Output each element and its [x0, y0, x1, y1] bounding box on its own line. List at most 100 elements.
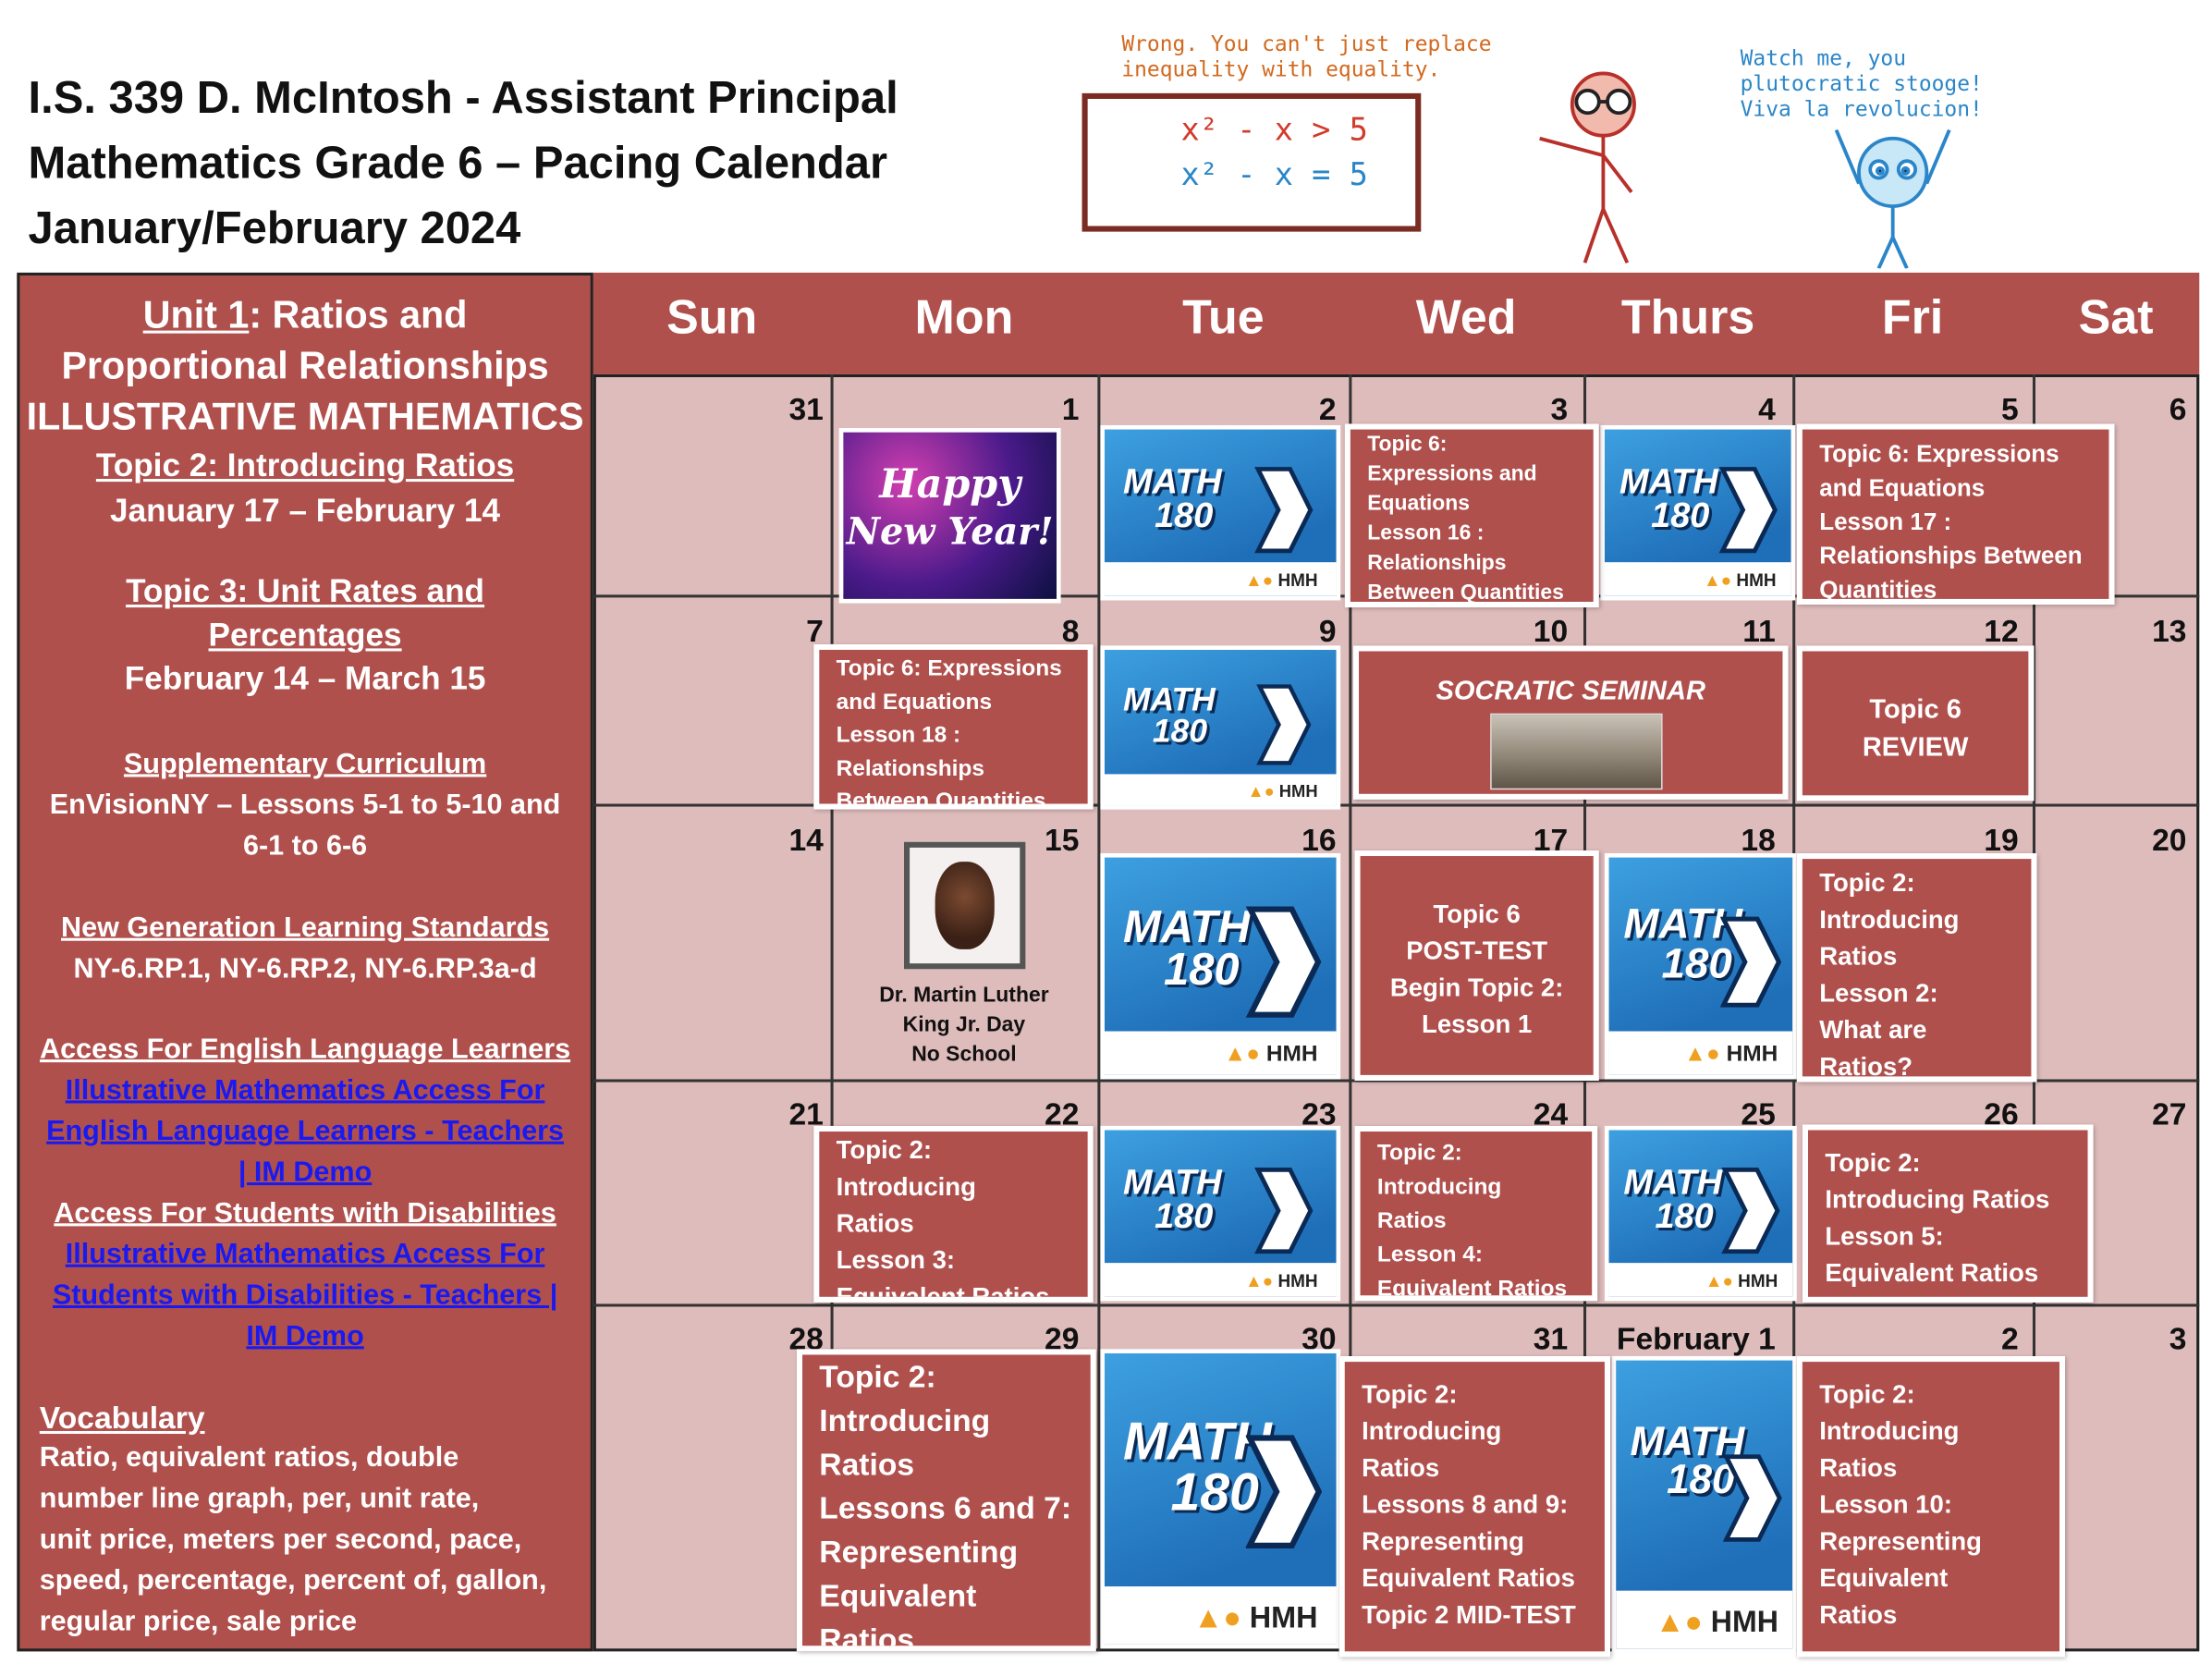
math180-word: MATH: [1623, 1164, 1723, 1203]
socratic-label: SOCRATIC SEMINAR: [1436, 676, 1705, 707]
math180-logo: MATH 180: [1619, 463, 1718, 535]
date-number: 20: [2152, 822, 2187, 858]
math180-tile: MATH 180 ▲● HMH: [1600, 424, 1796, 601]
swd-link[interactable]: IM Demo: [246, 1320, 364, 1352]
topic2-dates: January 17 – February 14: [110, 491, 501, 529]
lesson-line: Equivalent Ratios: [1362, 1563, 1575, 1593]
chevron-right-icon: [1245, 1435, 1322, 1549]
math180-tile: MATH 180 ▲● HMH: [1611, 1355, 1797, 1653]
lesson-line: Lesson 3:: [836, 1245, 956, 1275]
lesson-line: Introducing: [1819, 905, 1960, 935]
date-number: 9: [1318, 613, 1337, 649]
ell-link[interactable]: English Language Learners - Teachers: [46, 1116, 565, 1147]
left-speech: Wrong. You can't just replace inequality…: [1121, 31, 1491, 82]
unit-title: : Ratios and: [249, 293, 468, 336]
lesson-line: Introducing: [836, 1172, 976, 1201]
day-sun: Sun: [666, 290, 758, 345]
math180-number: 180: [1155, 496, 1214, 535]
swd-link[interactable]: Students with Disabilities - Teachers |: [52, 1279, 558, 1312]
math180-tile: MATH 180 ▲● HMH: [1604, 1125, 1797, 1302]
hmh-text: HMH: [1710, 1606, 1778, 1639]
grid-divider: [593, 803, 2200, 807]
lesson-line: Ratios: [836, 1209, 914, 1238]
date-number: 23: [1302, 1095, 1337, 1132]
math180-word: MATH: [1619, 463, 1718, 502]
hmh-text: HMH: [1277, 1272, 1318, 1292]
date-number: 18: [1741, 822, 1776, 858]
lesson-line: Quantities: [1819, 576, 1937, 604]
hmh-shapes-icon: ▲●: [1244, 571, 1274, 592]
vocab-line: number line graph, per, unit rate,: [39, 1483, 480, 1515]
swd-link[interactable]: Illustrative Mathematics Access For: [65, 1239, 545, 1270]
unit-title-cont: Proportional Relationships: [61, 344, 549, 387]
vocab-line: Ratio, equivalent ratios, double: [39, 1442, 459, 1474]
chevron-right-icon: [1722, 1454, 1782, 1542]
lesson-line: Introducing: [1362, 1416, 1502, 1446]
lesson-line: Equivalent Ratios: [836, 1282, 1050, 1303]
lesson-line: Between Quantities: [836, 789, 1046, 810]
hmh-shapes-icon: ▲●: [1224, 1043, 1261, 1068]
lesson-line: Representing: [1362, 1526, 1524, 1556]
page-title: I.S. 339 D. McIntosh - Assistant Princip…: [29, 65, 898, 260]
lesson-line: Lesson 5:: [1825, 1221, 1944, 1251]
date-number: 13: [2152, 613, 2187, 649]
board-equality: x² - x = 5: [1180, 158, 1368, 194]
lesson-line: Lesson 1: [1422, 1009, 1533, 1039]
ngls-title: New Generation Learning Standards: [60, 912, 550, 944]
hmh-shapes-icon: ▲●: [1683, 1043, 1720, 1068]
date-number: 11: [1742, 613, 1776, 649]
lesson-line: Topic 6: [1433, 899, 1521, 928]
lesson-line: Topic 6:: [1367, 432, 1448, 457]
day-thurs: Thurs: [1620, 290, 1755, 345]
hmh-text: HMH: [1278, 780, 1318, 801]
grid-divider: [593, 1303, 2200, 1307]
math180-tile: MATH 180 ▲● HMH: [1100, 424, 1341, 601]
hmh-text: HMH: [1265, 1043, 1318, 1068]
board-inequality: x² - x > 5: [1180, 113, 1368, 149]
vocab-line: unit price, meters per second, pace,: [39, 1523, 522, 1556]
lesson-line: Topic 6: Expressions: [1819, 440, 2059, 468]
date-number: 3: [1550, 391, 1569, 427]
math180-logo: MATH 180: [1123, 683, 1216, 747]
lesson-line: Equivalent Ratios: [1376, 1277, 1568, 1302]
date-number: 15: [1045, 822, 1080, 858]
lesson-line: Topic 2 MID-TEST: [1362, 1600, 1576, 1629]
math180-number: 180: [1661, 941, 1732, 988]
hmh-shapes-icon: ▲●: [1247, 780, 1275, 801]
date-number: February 1: [1616, 1320, 1776, 1356]
date-number: 12: [1984, 613, 2019, 649]
math180-number: 180: [1651, 496, 1710, 535]
hmh-shapes-icon: ▲●: [1655, 1606, 1703, 1639]
date-number: 25: [1741, 1095, 1776, 1132]
supp-line: 6-1 to 6-6: [242, 830, 368, 863]
hmh-logo: ▲● HMH: [1705, 1272, 1778, 1291]
title-line-3: January/February 2024: [28, 202, 521, 253]
hmh-shapes-icon: ▲●: [1703, 571, 1732, 592]
lesson-line: Ratios: [819, 1621, 915, 1652]
math180-logo: MATH 180: [1123, 900, 1251, 996]
math180-tile: MATH 180 ▲● HMH: [1604, 852, 1797, 1080]
lesson-line: Introducing: [1819, 1416, 1960, 1446]
portrait-face: [935, 862, 995, 949]
math180-number: 180: [1667, 1458, 1735, 1504]
date-number: 22: [1045, 1095, 1080, 1132]
lesson-line: REVIEW: [1862, 733, 1969, 764]
ell-link[interactable]: | IM Demo: [238, 1156, 373, 1189]
date-number: 10: [1533, 613, 1569, 649]
hmh-logo: ▲● HMH: [1656, 1606, 1778, 1640]
chevron-right-icon: [1245, 906, 1322, 1018]
lesson-line: Introducing Ratios: [1825, 1185, 2050, 1214]
lesson-line: Topic 2:: [1376, 1141, 1462, 1166]
lesson-line: Relationships: [1367, 550, 1507, 575]
topic3-dates: February 14 – March 15: [124, 659, 486, 697]
ell-link[interactable]: Illustrative Mathematics Access For: [65, 1074, 545, 1107]
math180-tile: MATH 180 ▲● HMH: [1100, 852, 1341, 1080]
chevron-right-icon: [1718, 466, 1778, 554]
math180-number: 180: [1164, 944, 1240, 996]
math180-word: MATH: [1123, 900, 1251, 952]
